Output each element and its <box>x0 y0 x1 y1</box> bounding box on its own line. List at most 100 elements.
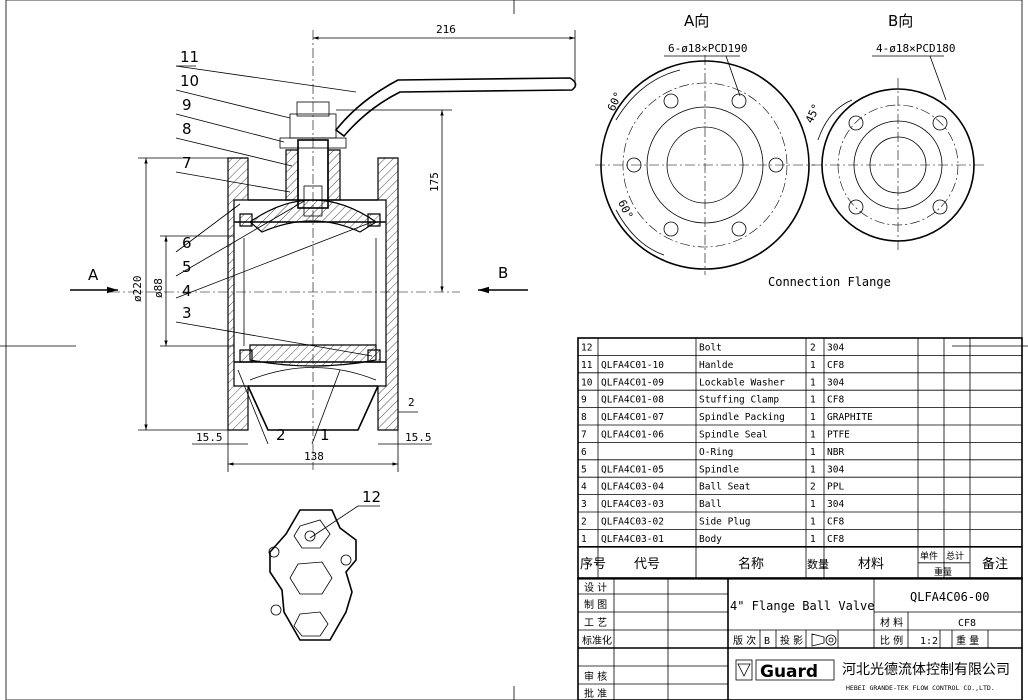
bom-header-unit: 单件 <box>920 550 938 562</box>
bom-code: QLFA4C01-08 <box>601 395 664 406</box>
angle-60-top: 60° <box>605 90 625 114</box>
bom-material: 304 <box>827 464 844 475</box>
bom-header-weight: 重量 <box>934 566 952 578</box>
bom-material: PTFE <box>827 430 850 441</box>
callout-4: 4 <box>182 282 192 300</box>
callout-2: 2 <box>276 426 286 444</box>
angle-45: 45° <box>803 102 823 126</box>
bom-qty: 1 <box>810 534 816 545</box>
bom-code: QLFA4C03-02 <box>601 517 664 528</box>
view-a-holes: 6-ø18×PCD190 <box>668 42 747 55</box>
callout-3: 3 <box>182 304 192 322</box>
bom-qty: 1 <box>810 377 816 388</box>
bom-qty: 1 <box>810 430 816 441</box>
callout-8: 8 <box>182 120 192 138</box>
dim-15-5-left: 15.5 <box>196 431 223 444</box>
bom-qty: 1 <box>810 447 816 458</box>
view-b-holes: 4-ø18×PCD180 <box>876 42 955 55</box>
callout-11: 11 <box>180 48 199 66</box>
dim-138: 138 <box>304 450 324 463</box>
bom-header-material: 材料 <box>858 557 884 572</box>
bom-material: GRAPHITE <box>827 412 873 423</box>
bom-name: O-Ring <box>699 447 733 458</box>
tb-scale-value: 1:2 <box>920 636 938 647</box>
bom-qty: 1 <box>810 499 816 510</box>
company-name-en: HEBEI GRANDE-TEK FLOW CONTROL CO.,LTD. <box>846 684 995 692</box>
bom-code: QLFA4C01-05 <box>601 464 664 475</box>
bom-material: CF8 <box>827 534 844 545</box>
bom-code: QLFA4C03-03 <box>601 499 664 510</box>
tb-scale-label: 比 例 <box>880 634 903 647</box>
flange-view-a: A向 6-ø18×PCD190 60° 60° <box>595 12 815 275</box>
bom-code: QLFA4C03-01 <box>601 534 664 545</box>
bom-header-code: 代号 <box>634 557 660 572</box>
bom-qty: 2 <box>810 343 816 354</box>
company-logo-icon: Guard <box>735 659 835 682</box>
section-arrow-b: B <box>498 264 508 282</box>
part-name: 4" Flange Ball Valve <box>730 599 875 613</box>
bom-qty: 1 <box>810 395 816 406</box>
bom-header-remark: 备注 <box>982 556 1008 572</box>
dim-175: 175 <box>428 172 441 192</box>
part-callouts: 11 10 9 8 7 6 5 4 3 2 1 <box>175 48 373 445</box>
callout-10: 10 <box>180 72 199 90</box>
callout-5: 5 <box>182 258 192 276</box>
bom-material: 304 <box>827 377 844 388</box>
angle-60-bottom: 60° <box>615 198 635 222</box>
bom-material: CF8 <box>827 517 844 528</box>
dim-216: 216 <box>436 23 456 36</box>
bom-name: Stuffing Clamp <box>699 395 779 406</box>
dimensions: 216 175 ø220 ø88 138 15.5 15.5 2 <box>131 23 576 472</box>
tb-material-value: CF8 <box>958 618 976 629</box>
bom-code: QLFA4C01-10 <box>601 360 664 371</box>
callout-1: 1 <box>320 426 330 444</box>
bom-code: QLFA4C01-07 <box>601 412 664 423</box>
bom-no: 1 <box>581 534 587 545</box>
view-a-title: A向 <box>684 12 709 30</box>
callout-7: 7 <box>182 154 192 172</box>
bom-material: CF8 <box>827 360 844 371</box>
bom-no: 7 <box>581 430 587 441</box>
tb-standard: 标准化 <box>582 634 612 647</box>
tb-weight-label: 重 量 <box>956 634 979 647</box>
tb-material-label: 材 料 <box>880 616 903 629</box>
bom-name: Spindle Seal <box>699 430 768 441</box>
bom-header-name: 名称 <box>738 556 764 572</box>
logo-text: Guard <box>760 662 818 682</box>
callout-6: 6 <box>182 234 192 252</box>
bom-name: Bolt <box>699 343 722 354</box>
bom-qty: 1 <box>810 412 816 423</box>
dim-2: 2 <box>408 396 415 409</box>
bom-code: QLFA4C01-06 <box>601 430 664 441</box>
connection-flange-label: Connection Flange <box>768 275 891 289</box>
valve-section-view <box>110 30 577 470</box>
tb-design: 设 计 <box>584 581 607 594</box>
bom-code: QLFA4C01-09 <box>601 377 664 388</box>
bom-name: Body <box>699 534 722 545</box>
company-name-cn: 河北光德流体控制有限公司 <box>842 662 1010 678</box>
section-arrows: A B <box>70 264 528 294</box>
bom-name: Spindle Packing <box>699 412 785 423</box>
dim-220: ø220 <box>131 276 144 303</box>
flange-view-b: B向 4-ø18×PCD180 45° <box>803 12 984 252</box>
tb-version-value: B <box>764 636 770 647</box>
bom-name: Ball <box>699 499 722 510</box>
bom-no: 11 <box>581 360 593 371</box>
bom-header-no: 序号 <box>580 557 606 572</box>
bom-header-total: 总计 <box>946 550 964 562</box>
callout-12: 12 <box>362 488 381 506</box>
dim-88: ø88 <box>152 278 165 298</box>
tb-draw: 制 图 <box>584 598 607 611</box>
tb-approve: 批 准 <box>584 687 607 700</box>
dim-15-5-right: 15.5 <box>405 431 432 444</box>
bom-qty: 1 <box>810 517 816 528</box>
tb-review: 审 核 <box>584 670 607 683</box>
view-b-title: B向 <box>888 12 913 30</box>
bom-name: Hanlde <box>699 360 734 371</box>
drawing-number: QLFA4C06-00 <box>910 590 989 604</box>
bom-qty: 2 <box>810 482 816 493</box>
bom-name: Ball Seat <box>699 482 750 493</box>
bom-no: 8 <box>581 412 587 423</box>
bom-no: 5 <box>581 464 587 475</box>
